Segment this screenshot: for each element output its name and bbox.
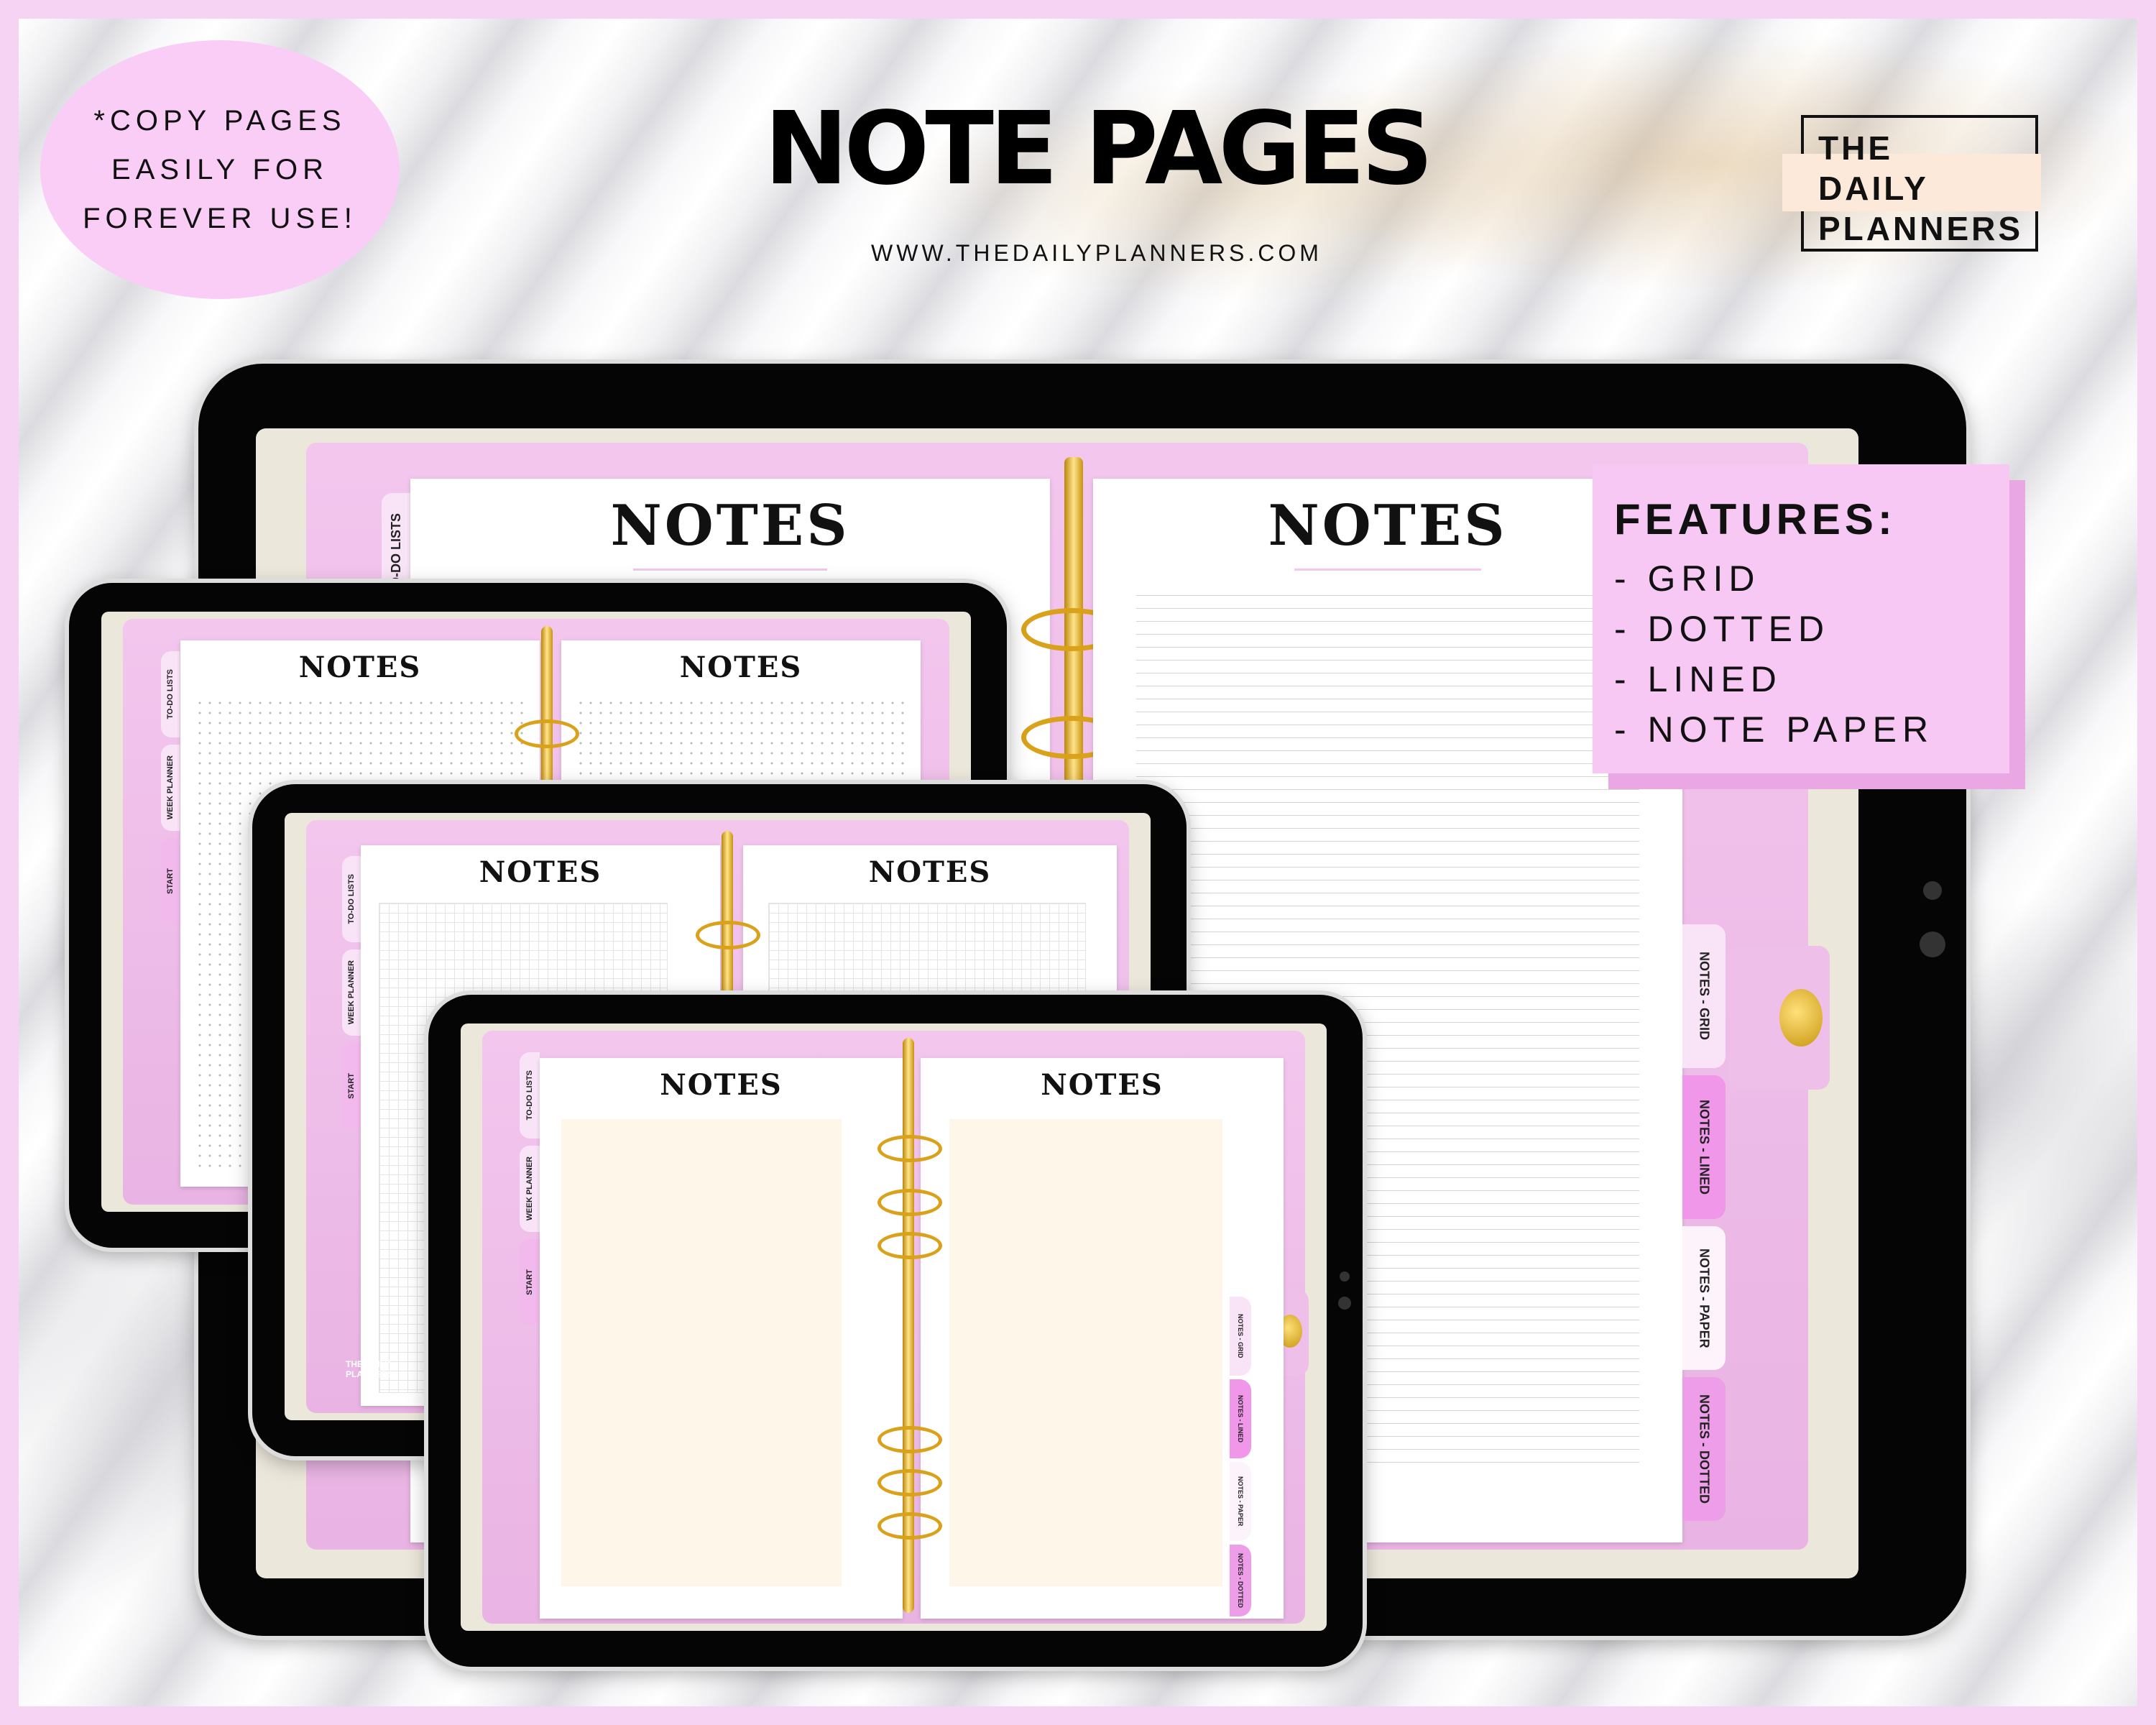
notes-heading: NOTES xyxy=(1268,493,1508,558)
tablet-camera-icon xyxy=(1340,1271,1350,1282)
features-box: FEATURES: - GRID - DOTTED - LINED - NOTE… xyxy=(1593,464,2009,773)
tab-week-planner[interactable]: WEEK PLANNER xyxy=(520,1146,540,1232)
binder-ring-icon xyxy=(877,1189,942,1216)
brand-logo-highlight xyxy=(1782,154,2041,211)
tab-notes-paper[interactable]: NOTES - PAPER xyxy=(1682,1226,1726,1370)
tab-notes-grid[interactable]: NOTES - GRID xyxy=(1682,924,1726,1068)
tab-start[interactable]: START xyxy=(161,838,180,924)
tab-label: WEEK PLANNER xyxy=(166,755,175,820)
brand-line-1: THE xyxy=(1818,129,1893,167)
notes-heading: NOTES xyxy=(298,650,422,684)
binder-ring-icon xyxy=(696,921,760,949)
tab-label: TO-DO LISTS xyxy=(525,1070,534,1121)
tab-week-planner[interactable]: WEEK PLANNER xyxy=(161,745,180,831)
tab-to-do-lists[interactable]: TO-DO LISTS xyxy=(161,651,180,737)
tab-to-do-lists[interactable]: TO-DO LISTS xyxy=(520,1052,540,1138)
tablet-camera-icon xyxy=(1920,932,1945,957)
notes-heading: NOTES xyxy=(610,493,850,558)
notes-heading: NOTES xyxy=(1041,1068,1164,1102)
tab-label: NOTES - LINED xyxy=(1237,1394,1244,1443)
tablet-paper-screen: TO-DO LISTS WEEK PLANNER START NOTES NOT… xyxy=(461,1024,1327,1631)
tab-notes-dotted[interactable]: NOTES - DOTTED xyxy=(1230,1545,1251,1616)
binder-ring-icon xyxy=(877,1512,942,1540)
tab-label: START xyxy=(347,1073,356,1099)
tab-label: START xyxy=(166,868,175,894)
binder-ring-icon xyxy=(877,1426,942,1453)
tab-label: TO-DO LISTS xyxy=(347,874,356,924)
tab-label: START xyxy=(525,1269,534,1295)
tab-notes-paper[interactable]: NOTES - PAPER xyxy=(1230,1462,1251,1541)
tab-notes-lined[interactable]: NOTES - LINED xyxy=(1230,1379,1251,1458)
tab-start[interactable]: START xyxy=(342,1043,361,1129)
tab-label: NOTES - PAPER xyxy=(1237,1476,1244,1527)
feature-item-dotted: - DOTTED xyxy=(1614,609,1830,649)
tab-label: NOTES - GRID xyxy=(1697,952,1712,1041)
page-title: NOTE PAGES xyxy=(764,91,1434,208)
tab-label: NOTES - GRID xyxy=(1237,1314,1244,1358)
tab-label: NOTES - DOTTED xyxy=(1237,1553,1244,1608)
binder-ring-icon xyxy=(877,1232,942,1259)
notes-page-left-paper: NOTES xyxy=(540,1058,903,1619)
tab-label: WEEK PLANNER xyxy=(347,960,356,1025)
tab-notes-lined[interactable]: NOTES - LINED xyxy=(1682,1075,1726,1219)
tab-start[interactable]: START xyxy=(520,1239,540,1325)
notes-heading: NOTES xyxy=(660,1068,783,1102)
heading-underline xyxy=(1294,569,1481,571)
binder-snap-icon xyxy=(1779,989,1823,1046)
tab-label: TO-DO LISTS xyxy=(166,669,175,719)
brand-line-3: PLANNERS xyxy=(1818,210,2024,247)
brand-line-2: DAILY xyxy=(1818,170,1929,207)
tab-week-planner[interactable]: WEEK PLANNER xyxy=(342,949,361,1036)
brand-logo-text: THE DAILY PLANNERS xyxy=(1804,118,2035,249)
feature-item-lined: - LINED xyxy=(1614,659,1782,699)
note-paper-area xyxy=(949,1119,1222,1586)
tab-notes-grid[interactable]: NOTES - GRID xyxy=(1230,1297,1251,1376)
binder-ring-icon xyxy=(877,1135,942,1162)
badge-text: *COPY PAGES EASILY FOR FOREVER USE! xyxy=(83,105,357,234)
heading-underline xyxy=(633,569,827,571)
feature-item-note-paper: - NOTE PAPER xyxy=(1614,709,1935,750)
binder-ring-icon xyxy=(877,1469,942,1496)
tablet-camera-icon xyxy=(1923,881,1942,900)
tab-label: NOTES - DOTTED xyxy=(1697,1394,1712,1504)
tab-notes-dotted[interactable]: NOTES - DOTTED xyxy=(1682,1377,1726,1521)
tablet-camera-icon xyxy=(1338,1297,1351,1310)
notes-page-right-paper: NOTES xyxy=(921,1058,1284,1619)
notes-heading: NOTES xyxy=(479,855,602,889)
notes-heading: NOTES xyxy=(679,650,803,684)
binder-ring-icon xyxy=(515,719,579,748)
tablet-paper: TO-DO LISTS WEEK PLANNER START NOTES NOT… xyxy=(428,995,1363,1667)
note-paper-area xyxy=(561,1119,842,1586)
tab-to-do-lists[interactable]: TO-DO LISTS xyxy=(342,856,361,942)
tab-label: NOTES - LINED xyxy=(1697,1099,1712,1195)
tab-label: WEEK PLANNER xyxy=(525,1156,534,1221)
feature-item-grid: - GRID xyxy=(1614,558,1761,599)
website-link[interactable]: WWW.THEDAILYPLANNERS.COM xyxy=(871,240,1322,266)
cover-logo: THE DAILY PLANNERS xyxy=(346,1359,394,1379)
tab-label: NOTES - PAPER xyxy=(1697,1248,1712,1348)
features-title: FEATURES: xyxy=(1614,495,1897,543)
copy-pages-badge: *COPY PAGES EASILY FOR FOREVER USE! xyxy=(40,40,400,299)
brand-logo: THE DAILY PLANNERS xyxy=(1782,115,2041,252)
notes-heading: NOTES xyxy=(868,855,992,889)
